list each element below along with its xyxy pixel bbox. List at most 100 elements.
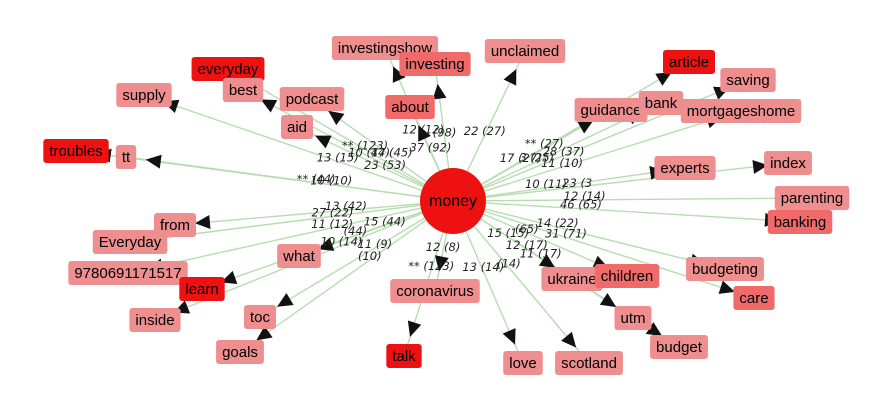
node-label-care: care bbox=[739, 290, 768, 307]
edge-investing bbox=[434, 63, 450, 169]
node-label-budget: budget bbox=[656, 339, 703, 356]
node-box-love[interactable] bbox=[503, 351, 543, 375]
node-box-aid[interactable] bbox=[280, 115, 314, 139]
node-box-bank[interactable] bbox=[638, 91, 684, 115]
node-label-saving: saving bbox=[726, 72, 769, 89]
node-label-from: from bbox=[160, 217, 190, 234]
node-experts[interactable]: experts bbox=[654, 156, 716, 180]
node-box-budget[interactable] bbox=[650, 335, 708, 359]
node-care[interactable]: care bbox=[733, 286, 775, 310]
node-saving[interactable]: saving bbox=[720, 68, 776, 92]
edge-index bbox=[485, 162, 789, 198]
node-box-care[interactable] bbox=[733, 286, 775, 310]
node-box-Everyday[interactable] bbox=[92, 230, 168, 254]
node-box-coronavirus[interactable] bbox=[390, 279, 480, 303]
node-box-children[interactable] bbox=[594, 264, 660, 288]
edge-label-isbn: 11 (12) bbox=[311, 217, 353, 231]
node-box-talk[interactable] bbox=[386, 344, 422, 368]
arrowhead-about bbox=[418, 125, 431, 142]
node-box-guidance[interactable] bbox=[574, 98, 648, 122]
node-toc[interactable]: toc bbox=[243, 305, 277, 329]
node-scotland[interactable]: scotland bbox=[555, 351, 623, 375]
node-aid[interactable]: aid bbox=[280, 115, 314, 139]
node-talk[interactable]: talk bbox=[386, 344, 422, 368]
node-label-children: children bbox=[601, 268, 654, 285]
node-box-everyday[interactable] bbox=[191, 57, 265, 81]
edge-banking bbox=[485, 202, 801, 223]
node-box-article[interactable] bbox=[662, 50, 716, 74]
node-label-scotland: scotland bbox=[561, 355, 617, 372]
node-box-budgeting[interactable] bbox=[686, 257, 764, 281]
node-box-learn[interactable] bbox=[179, 277, 225, 301]
node-box-unclaimed[interactable] bbox=[484, 39, 566, 63]
node-box-banking[interactable] bbox=[767, 210, 833, 234]
node-investing[interactable]: investing bbox=[399, 52, 471, 76]
edge-label-index: 23 (3 bbox=[562, 176, 592, 190]
node-budgeting[interactable]: budgeting bbox=[686, 257, 764, 281]
node-what[interactable]: what bbox=[277, 244, 321, 268]
node-box-mortgageshome[interactable] bbox=[680, 99, 802, 123]
node-love[interactable]: love bbox=[503, 351, 543, 375]
node-box-toc[interactable] bbox=[243, 305, 277, 329]
arrowhead-toc bbox=[277, 292, 294, 307]
node-budget[interactable]: budget bbox=[650, 335, 708, 359]
node-box-best[interactable] bbox=[222, 78, 264, 102]
node-box-investing[interactable] bbox=[399, 52, 471, 76]
node-box-about[interactable] bbox=[385, 95, 435, 119]
edge-label-inside: 10 (14) bbox=[321, 235, 363, 249]
edge-label-parenting: 12 (14) bbox=[564, 189, 606, 203]
node-box-what[interactable] bbox=[277, 244, 321, 268]
node-goals[interactable]: goals bbox=[216, 340, 264, 364]
node-index[interactable]: index bbox=[764, 151, 812, 175]
edge-label-supply: 13 (15) bbox=[317, 150, 359, 164]
node-supply[interactable]: supply bbox=[116, 83, 172, 107]
node-box-experts[interactable] bbox=[654, 156, 716, 180]
node-box-goals[interactable] bbox=[216, 340, 264, 364]
node-tt[interactable]: tt bbox=[115, 145, 137, 169]
node-troubles[interactable]: troubles bbox=[43, 139, 109, 163]
node-label-love: love bbox=[509, 355, 537, 372]
node-utm[interactable]: utm bbox=[614, 306, 652, 330]
node-box-scotland[interactable] bbox=[555, 351, 623, 375]
node-bank[interactable]: bank bbox=[638, 91, 684, 115]
node-box-isbn[interactable] bbox=[68, 261, 188, 285]
edge-label-children: (65) bbox=[515, 222, 539, 236]
node-box-saving[interactable] bbox=[720, 68, 776, 92]
node-box-utm[interactable] bbox=[614, 306, 652, 330]
node-coronavirus[interactable]: coronavirus bbox=[390, 279, 480, 303]
node-children[interactable]: children bbox=[594, 264, 660, 288]
node-about[interactable]: about bbox=[385, 95, 435, 119]
node-everyday[interactable]: everyday bbox=[191, 57, 265, 81]
hub-layer[interactable]: money bbox=[420, 168, 486, 234]
edge-label-experts: 10 (11) bbox=[525, 177, 567, 191]
node-box-tt[interactable] bbox=[115, 145, 137, 169]
edge-label-podcast: 44 (45) bbox=[371, 146, 413, 160]
node-best[interactable]: best bbox=[222, 78, 264, 102]
node-podcast[interactable]: podcast bbox=[279, 87, 345, 111]
node-isbn[interactable]: 9780691171517 bbox=[68, 261, 188, 285]
node-label-supply: supply bbox=[122, 87, 166, 104]
node-box-supply[interactable] bbox=[116, 83, 172, 107]
node-mortgageshome[interactable]: mortgageshome bbox=[680, 99, 802, 123]
node-learn[interactable]: learn bbox=[179, 277, 225, 301]
node-box-index[interactable] bbox=[764, 151, 812, 175]
hub-node-money[interactable] bbox=[420, 168, 486, 234]
node-Everyday[interactable]: Everyday bbox=[92, 230, 168, 254]
node-article[interactable]: article bbox=[662, 50, 716, 74]
node-parenting[interactable]: parenting bbox=[774, 186, 850, 210]
node-inside[interactable]: inside bbox=[129, 308, 181, 332]
node-label-inside: inside bbox=[135, 312, 174, 329]
edge-label-from: 13 (42) bbox=[325, 199, 367, 213]
node-box-troubles[interactable] bbox=[43, 139, 109, 163]
node-box-parenting[interactable] bbox=[774, 186, 850, 210]
node-box-inside[interactable] bbox=[129, 308, 181, 332]
node-ukraine[interactable]: ukraine bbox=[541, 267, 603, 291]
node-box-ukraine[interactable] bbox=[541, 267, 603, 291]
node-banking[interactable]: banking bbox=[767, 210, 833, 234]
edge-label-everyday: ** (123) bbox=[342, 138, 388, 152]
node-guidance[interactable]: guidance bbox=[574, 98, 648, 122]
edge-label-budgeting: 14 (22) bbox=[537, 216, 579, 230]
node-box-podcast[interactable] bbox=[279, 87, 345, 111]
edge-label-coronavirus: 12 (8) bbox=[426, 240, 461, 254]
node-unclaimed[interactable]: unclaimed bbox=[484, 39, 566, 63]
